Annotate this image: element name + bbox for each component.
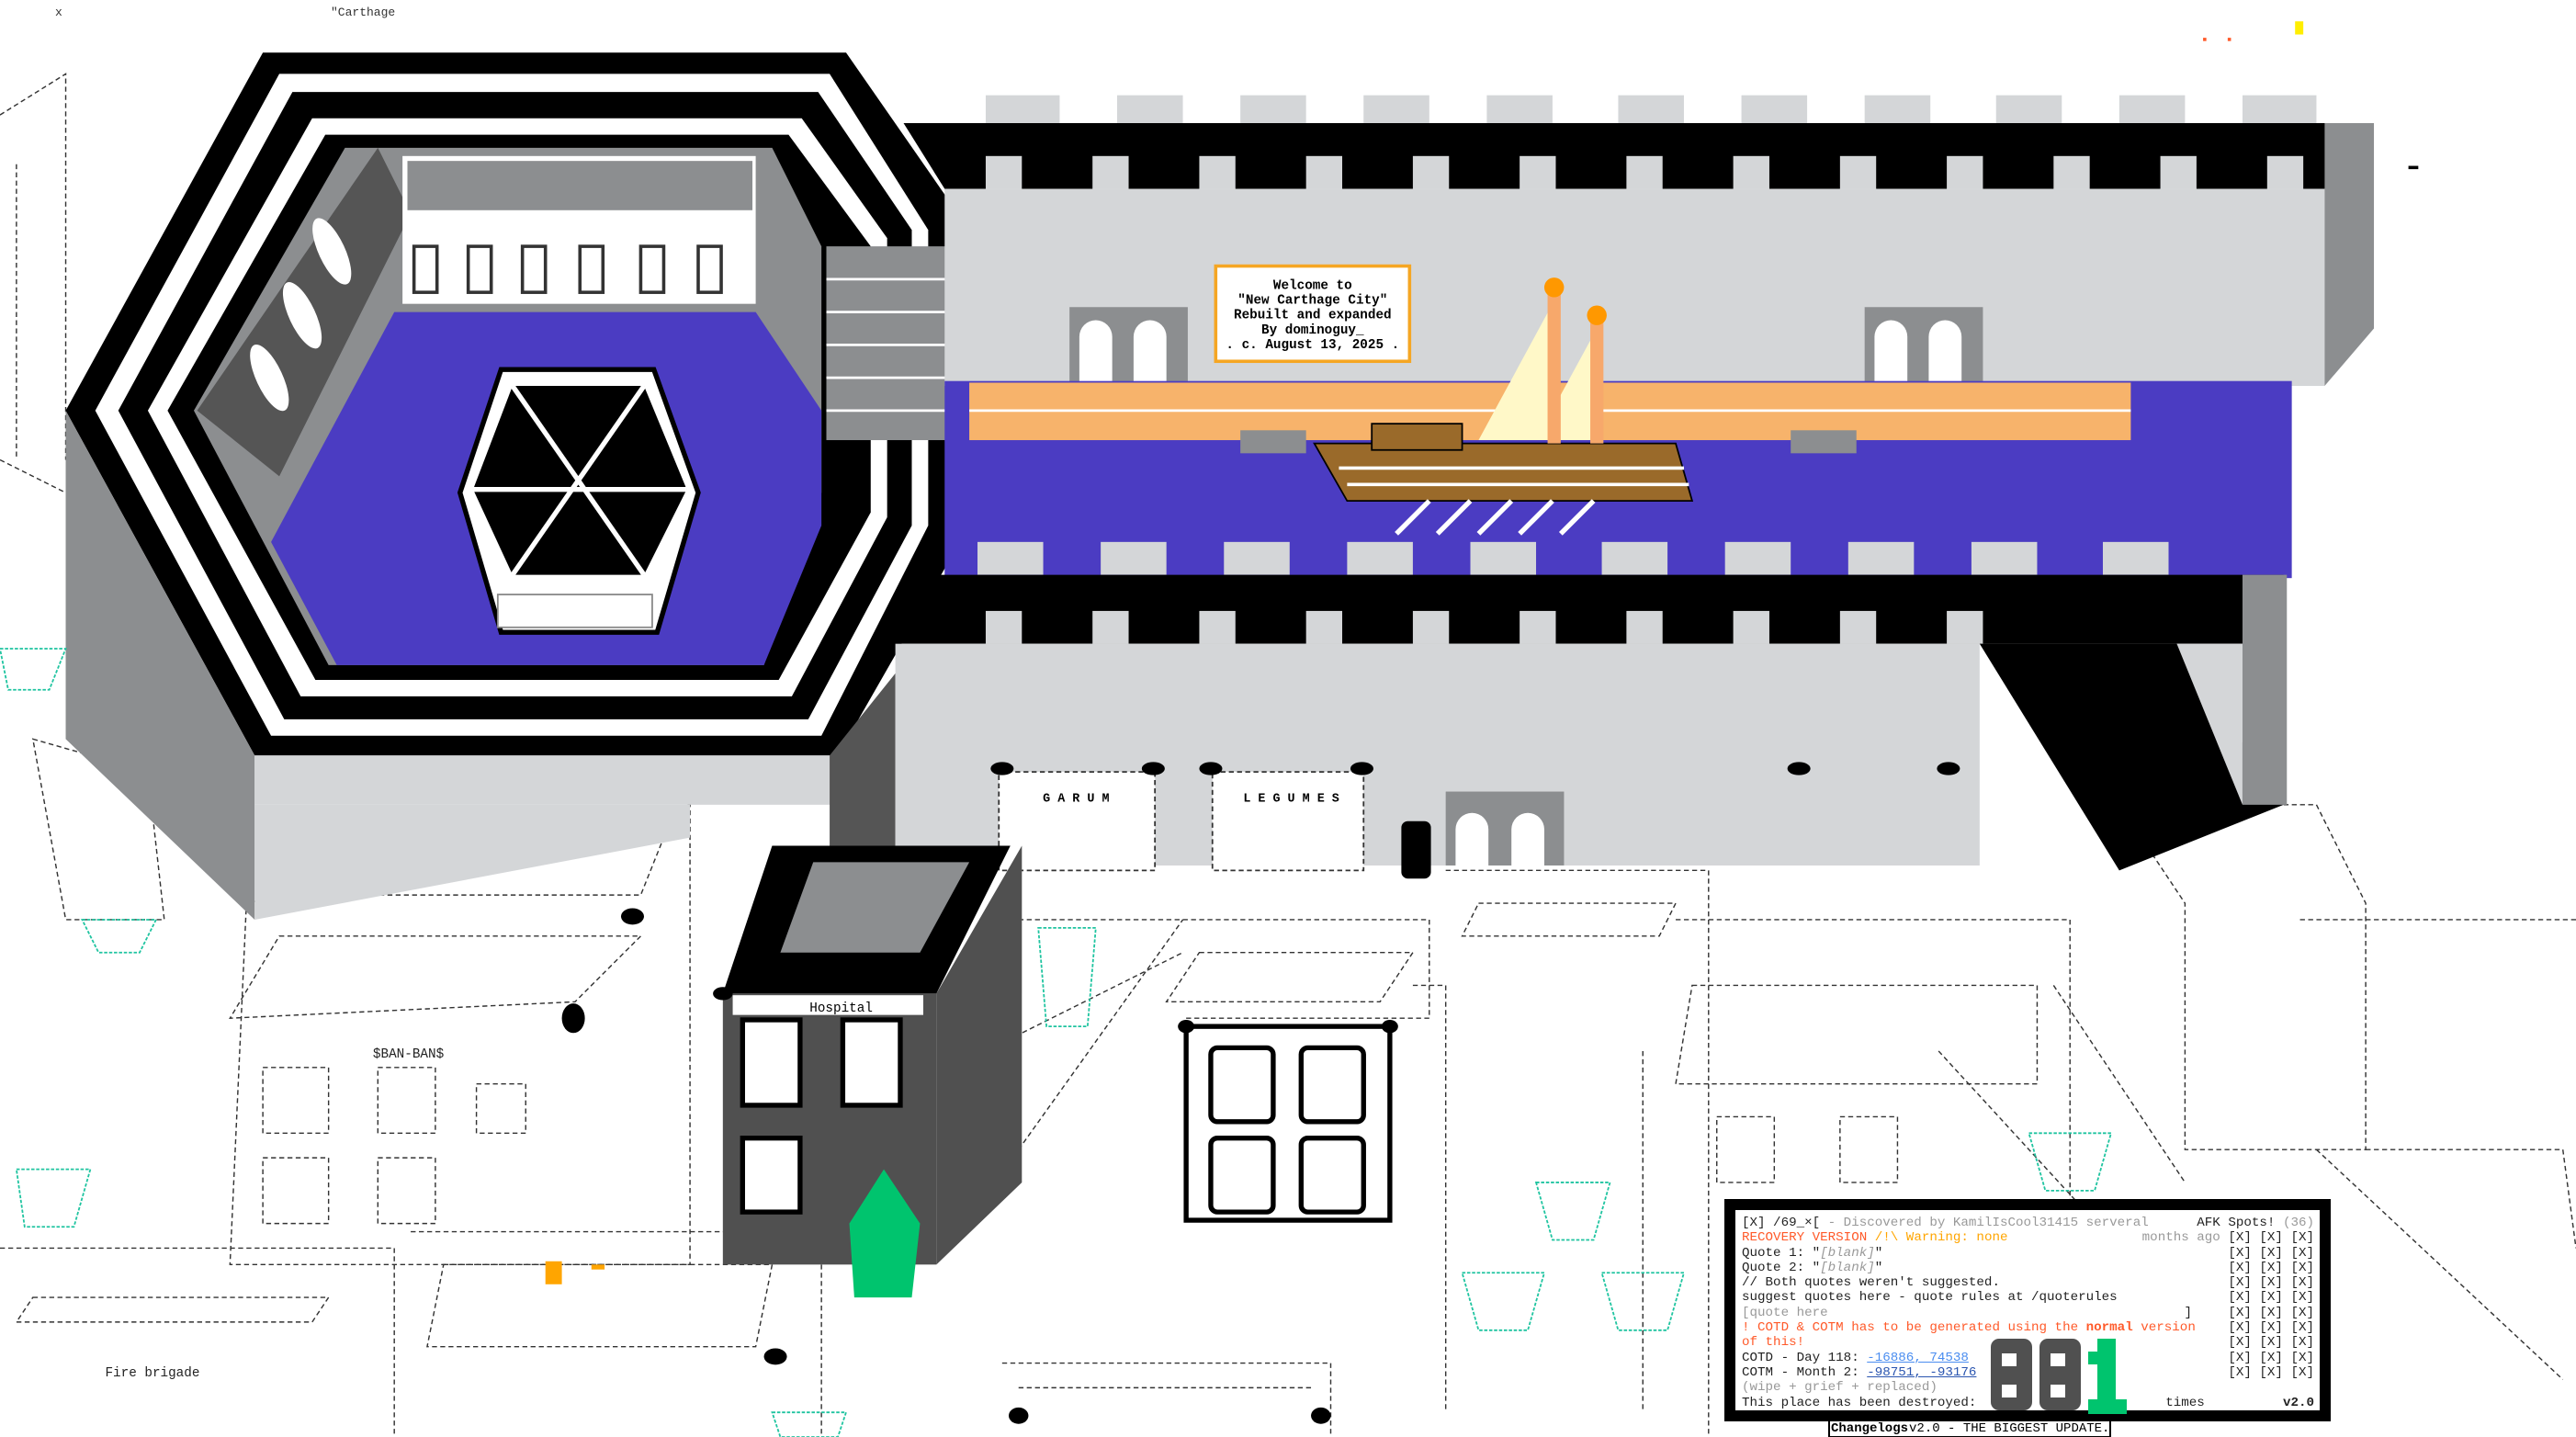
yellow-marker (2295, 21, 2304, 35)
afk-spot-row[interactable]: [X] [X] [X] (2228, 1245, 2314, 1261)
sign-line: Welcome to (1273, 279, 1352, 294)
afk-spot-row[interactable]: [X] [X] [X] (2228, 1335, 2314, 1351)
orange-marker (545, 1261, 605, 1284)
quote-input[interactable]: [quote here] (1742, 1306, 2192, 1320)
afk-count: (36) (2282, 1216, 2314, 1230)
quote1-value: [blank] (1820, 1245, 1875, 1261)
canal-north-wall (903, 95, 2375, 387)
quote2-label: Quote 2: " (1742, 1260, 1821, 1275)
map-title: "Carthage (331, 6, 396, 19)
afk-spot-row[interactable]: [X] [X] [X] (2228, 1305, 2314, 1320)
destroyed-counter (1991, 1339, 2130, 1414)
destroyed-label: This place has been destroyed: (1742, 1395, 1977, 1410)
afk-spots-label: AFK Spots! (2197, 1216, 2276, 1230)
panel-id: [X] /69_×[ (1742, 1216, 1821, 1230)
counter-digit-0 (2039, 1339, 2081, 1410)
recovery-label: RECOVERY VERSION (1742, 1230, 1868, 1246)
afk-spot-row[interactable]: [X] [X] [X] (2228, 1275, 2314, 1291)
both-quotes-note: // Both quotes weren't suggested. (1742, 1275, 2000, 1291)
afk-spot-checkbox[interactable]: [X] (2259, 1230, 2283, 1246)
sign-line: . c. August 13, 2025 . (1226, 338, 1399, 353)
cotd-note-cont: of this! (1742, 1335, 1805, 1351)
ascii-outlines (0, 73, 2576, 1437)
quote1-label: Quote 1: " (1742, 1245, 1821, 1261)
afk-spot-row[interactable]: [X] [X] [X] (2228, 1260, 2314, 1275)
afk-spot-checkbox[interactable]: [X] (2228, 1230, 2252, 1246)
fire-brigade-sign: Fire brigade (105, 1366, 199, 1381)
changelog-bar: Changelogsv2.0 - THE BIGGEST UPDATE. (1828, 1421, 2112, 1437)
counter-digit-1 (2088, 1339, 2130, 1414)
warning-text: /!\ Warning: none (1867, 1230, 2008, 1246)
bank-sign: $BAN-BAN$ (373, 1047, 445, 1062)
hexagon-basin (65, 52, 970, 920)
info-panel: [X] /69_×[ - Discovered by KamilIsCool31… (1724, 1199, 2331, 1421)
wipe-note: (wipe + grief + replaced) (1742, 1380, 1938, 1396)
shop-sign-legumes: L E G U M E S (1243, 792, 1339, 806)
sign-line: Rebuilt and expanded (1234, 309, 1392, 323)
discovered-text: - Discovered by KamilIsCool31415 servera… (1820, 1216, 2149, 1230)
sign-line: By dominoguy_ (1261, 323, 1364, 338)
hospital-sign: Hospital (809, 1001, 873, 1016)
changelogs-button[interactable]: Changelogs (1830, 1421, 1910, 1436)
tree-icon (849, 1169, 921, 1298)
ship (1313, 277, 1694, 536)
afk-spot-row[interactable]: [X] [X] [X] (2228, 1350, 2314, 1365)
quote-input-end: ] (2184, 1305, 2192, 1320)
afk-spot-row[interactable]: [X] [X] [X] (2228, 1364, 2314, 1380)
months-ago: months ago (2141, 1230, 2220, 1246)
suggest-quotes-text: suggest quotes here - quote rules at /qu… (1742, 1290, 2118, 1306)
cotd-note-bold: normal (2085, 1320, 2133, 1336)
afk-spot-checkbox[interactable]: [X] (2290, 1230, 2314, 1246)
cotd-coords-link[interactable]: -16886, 74538 (1867, 1350, 1969, 1365)
counter-digit-0 (1991, 1339, 2032, 1410)
cotm-label: COTM - Month 2: (1742, 1364, 1868, 1380)
welcome-sign: Welcome to "New Carthage City" Rebuilt a… (1214, 264, 1412, 364)
shop-sign-garum: G A R U M (1043, 792, 1109, 806)
pillars (561, 908, 1398, 1424)
cotd-note: ! COTD & COTM has to be generated using … (1742, 1320, 2086, 1336)
close-button[interactable]: x (55, 6, 62, 19)
version-label: v2.0 (2282, 1395, 2314, 1410)
times-label: times (2165, 1395, 2205, 1410)
afk-spot-row[interactable]: [X] [X] [X] (2228, 1320, 2314, 1336)
cotm-coords-link[interactable]: -98751, -93176 (1867, 1364, 1977, 1380)
afk-spot-row[interactable]: [X] [X] [X] (2228, 1290, 2314, 1306)
cotd-label: COTD - Day 118: (1742, 1350, 1868, 1365)
quote-input-placeholder: [quote here (1742, 1305, 1828, 1320)
palm-trees (0, 648, 2113, 1437)
quote2-value: [blank] (1820, 1260, 1875, 1275)
changelog-text: v2.0 - THE BIGGEST UPDATE. (1909, 1421, 2110, 1436)
sign-line: "New Carthage City" (1237, 294, 1387, 309)
canal-south-wall: G A R U M L E G U M E S (895, 541, 2288, 879)
cotd-note-end: version (2132, 1320, 2196, 1336)
double-door-building (1183, 1024, 1393, 1223)
